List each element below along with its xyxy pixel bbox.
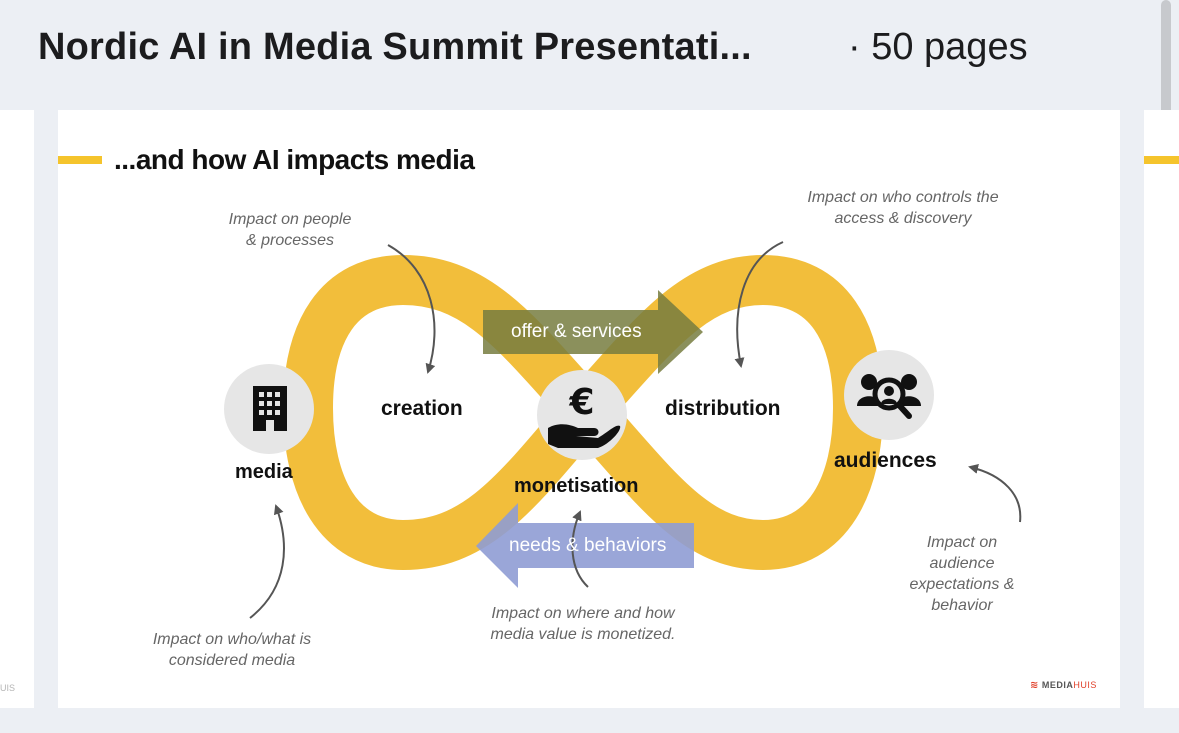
document-header: Nordic AI in Media Summit Presentati... … [0,0,1179,110]
audiences-label: audiences [834,449,937,472]
logo-fragment: UIS [0,683,16,693]
building-icon [253,386,287,431]
next-page-thumbnail[interactable] [1144,110,1179,708]
audience-arrow [968,464,1022,523]
annotation-access-discovery: Impact on who controls the access & disc… [807,189,999,227]
annotation-people-processes: Impact on people & processes [228,211,352,249]
people-search-icon [857,374,921,419]
logo-mark-icon: ≋ [1030,680,1039,691]
annotation-audience-expectations: Impact on audience expectations & behavi… [909,534,1015,614]
creation-label: creation [381,397,463,420]
monetisation-label: monetisation [514,475,639,497]
page-count: · 50 pages [848,26,1028,68]
access-arrow [734,241,784,368]
slide-page[interactable]: ...and how AI impacts media [58,110,1120,708]
document-title[interactable]: Nordic AI in Media Summit Presentati... [38,26,752,68]
infinity-diagram: € [224,241,1022,619]
svg-text:€: € [568,382,594,423]
considered-arrow [249,504,285,619]
slide-title: ...and how AI impacts media [114,144,475,175]
scrollbar[interactable] [1161,0,1171,145]
offer-services-label: offer & services [511,321,642,342]
monetized-arrow [571,510,589,588]
euro-hand-icon: € [548,382,621,448]
distribution-label: distribution [665,397,781,420]
accent-bar-fragment [1144,156,1179,164]
annotation-monetized: Impact on where and how media value is m… [490,605,676,643]
offer-services-arrow [483,290,703,374]
annotation-considered-media: Impact on who/what is considered media [152,631,312,669]
media-label: media [235,461,293,483]
people-arrow [387,244,436,374]
previous-page-thumbnail[interactable]: UIS [0,110,34,708]
needs-behaviors-arrow [476,503,694,588]
title-accent-bar [58,156,102,164]
logo-text-huis: HUIS [1073,680,1097,690]
mediahuis-logo: ≋ MEDIAHUIS [1030,680,1097,691]
needs-behaviors-label: needs & behaviors [509,535,667,556]
logo-text-media: MEDIA [1041,680,1074,690]
